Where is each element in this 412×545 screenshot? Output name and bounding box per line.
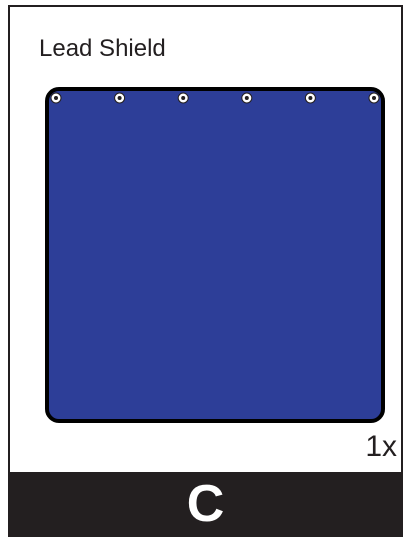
grommet-hole [308, 96, 312, 100]
grommet-hole [54, 96, 58, 100]
grommet-hole [118, 96, 122, 100]
item-card: Lead Shield 1x C [8, 5, 403, 537]
shield-panel [47, 89, 383, 421]
category-bar: C [10, 472, 401, 535]
item-title: Lead Shield [39, 37, 166, 61]
lead-shield-icon [45, 87, 385, 427]
category-letter: C [187, 478, 225, 530]
grommet-hole [181, 96, 185, 100]
quantity-label: 1x [365, 432, 397, 462]
grommet-hole [245, 96, 249, 100]
grommet-hole [372, 96, 376, 100]
